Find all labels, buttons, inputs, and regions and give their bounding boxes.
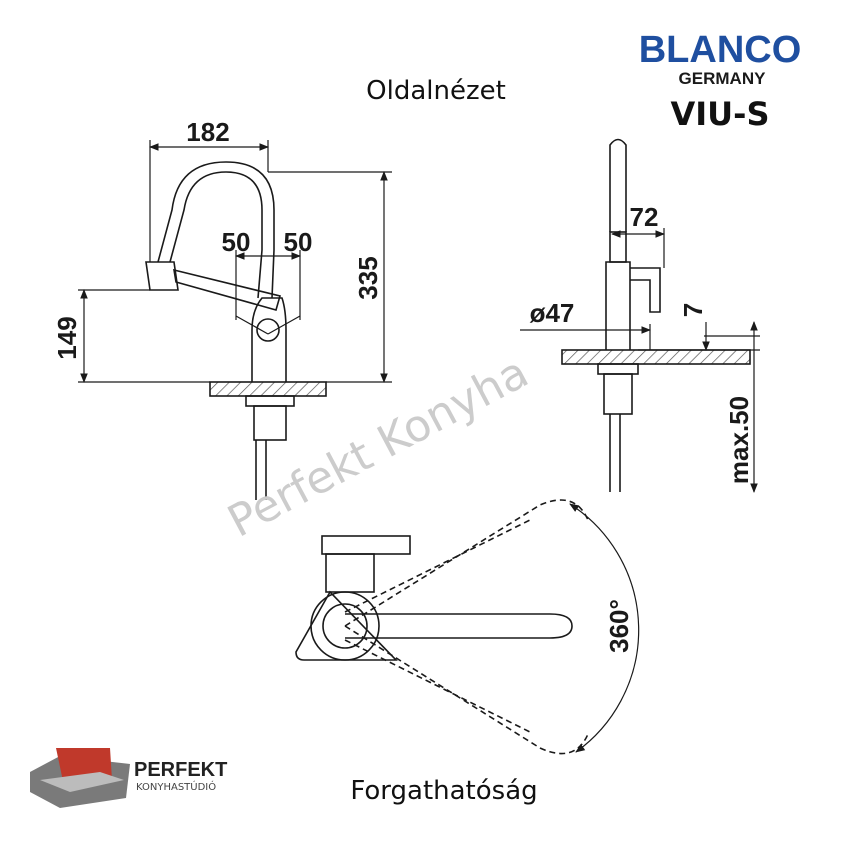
handle-stem-top (325, 553, 375, 593)
rotation-arc (569, 503, 640, 753)
gooseneck-inner (157, 161, 275, 299)
side-view-caption: Oldalnézet (366, 76, 506, 106)
dim-max-deck-label: max.50 (724, 396, 754, 484)
brand-name: BLANCO (639, 29, 802, 71)
mount-nut-right (597, 363, 639, 375)
dim-height-label: 335 (353, 256, 383, 299)
spray-head (145, 261, 179, 291)
sweep-upper (344, 499, 589, 627)
handle-top (321, 535, 411, 555)
sweep-lower-inner (344, 639, 531, 733)
dimensions-left (78, 140, 392, 383)
offset-diag-right (267, 315, 301, 335)
dim-base-step-label: 7 (678, 303, 708, 317)
dim-base-diameter-label: ø47 (530, 298, 575, 328)
spout-right (609, 138, 627, 232)
logo-name: PERFEKT (134, 759, 227, 781)
dimensions-right (520, 228, 760, 493)
side-view-right (561, 138, 751, 492)
watermark: Perfekt Konyha (220, 347, 537, 548)
faucet-body-right (605, 261, 631, 350)
logo-tagline: KONYHASTÚDIÓ (136, 780, 216, 793)
base-ring-inner (322, 603, 368, 649)
faucet-joint-left (256, 318, 280, 342)
mount-shank-right (603, 373, 633, 415)
dim-rotation-label: 360° (604, 599, 634, 653)
mount-nut-left (245, 395, 295, 407)
dim-handle-depth-label: 72 (630, 202, 659, 232)
neck-right (609, 231, 627, 263)
sweep-upper-inner (344, 519, 531, 613)
countertop-right (561, 349, 751, 365)
model-name: VIU-S (671, 95, 770, 133)
logo-light-block (40, 772, 124, 792)
rotation-caption: Forgathatóság (350, 776, 537, 806)
brand-country: GERMANY (679, 69, 767, 88)
perfekt-logo: PERFEKT KONYHASTÚDIÓ (30, 748, 227, 808)
rotation-view (295, 499, 640, 755)
base-plate-top (295, 590, 398, 661)
dim-spout-height-label: 149 (52, 316, 82, 359)
mount-shank-left (253, 405, 287, 441)
side-view-left (145, 161, 327, 500)
countertop-left (209, 381, 327, 397)
offset-diag-left (235, 315, 269, 335)
gooseneck-outer (169, 171, 263, 299)
lever-left (173, 268, 281, 311)
faucet-body-left (251, 297, 287, 382)
lever-right (630, 267, 661, 313)
dim-offset-right-label: 50 (284, 227, 313, 257)
dim-offset-left-label: 50 (222, 227, 251, 257)
dim-reach-label: 182 (186, 117, 229, 147)
